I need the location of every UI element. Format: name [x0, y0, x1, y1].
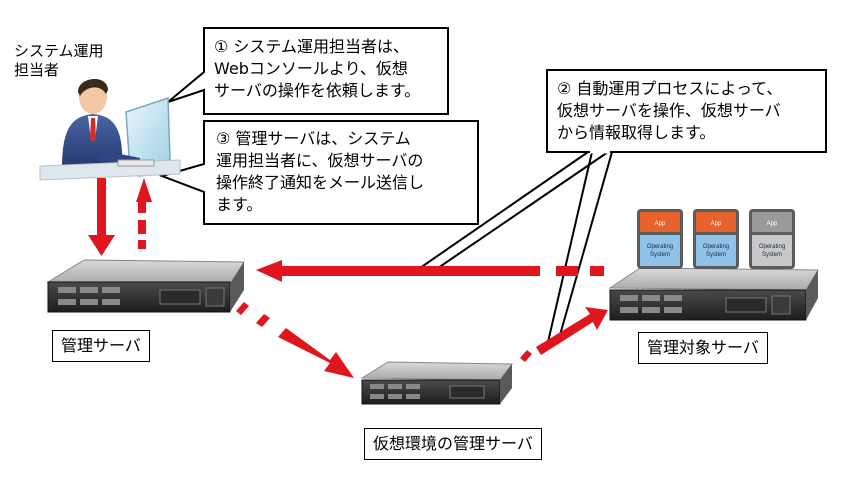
vm-os-text: Operating	[647, 244, 673, 250]
callout-3-text: ③ 管理サーバは、システム 運用担当者に、仮想サーバの 操作終了通知をメール送信…	[216, 129, 425, 214]
arrows	[88, 178, 608, 378]
operator-label: システム運用 担当者	[14, 42, 104, 79]
vm-os-text: System	[650, 252, 670, 258]
vm-app-layer	[696, 212, 736, 232]
vm-os-layer	[696, 235, 736, 266]
arrow-manager-to-vmanager	[236, 302, 354, 378]
vm-app-layer	[640, 212, 680, 232]
callout-1-text: ① システム運用担当者は、 Webコンソールより、仮想 サーバの操作を依頼します…	[214, 37, 421, 100]
vm-os-text: System	[706, 252, 726, 258]
vm-app-layer	[752, 212, 792, 232]
operator-person-icon	[39, 78, 181, 181]
arrow-request-down	[88, 178, 115, 256]
callout-3-bubble	[158, 120, 479, 225]
target-server-label: 管理対象サーバ	[638, 332, 768, 364]
vm-app-text: App	[655, 221, 666, 227]
callout-2-bubble	[419, 69, 827, 343]
vm-app-text: App	[711, 221, 722, 227]
manager-server-label: 管理サーバ	[52, 330, 150, 362]
arrow-notify-up	[136, 178, 152, 249]
vm-os-layer	[752, 235, 792, 266]
arrow-info-left	[256, 260, 604, 282]
vm-os-text: System	[762, 252, 782, 258]
arrow-vmanager-to-target	[520, 307, 608, 362]
target-server-icon	[608, 267, 819, 321]
vm-app-text: App	[767, 221, 778, 227]
virtual-manager-server-icon	[360, 361, 513, 405]
manager-server-icon	[46, 259, 245, 313]
vm-os-text: Operating	[759, 244, 785, 250]
vm-os-layer	[640, 235, 680, 266]
callout-2-text: ② 自動運用プロセスによって、 仮想サーバを操作、仮想サーバ から情報取得します…	[557, 79, 783, 142]
vm-os-text: Operating	[703, 244, 729, 250]
virtual-manager-server-label: 仮想環境の管理サーバ	[364, 428, 542, 460]
callout-1-bubble	[167, 27, 449, 115]
virtual-machine-stack: AppOperatingSystemAppOperatingSystemAppO…	[637, 209, 795, 269]
